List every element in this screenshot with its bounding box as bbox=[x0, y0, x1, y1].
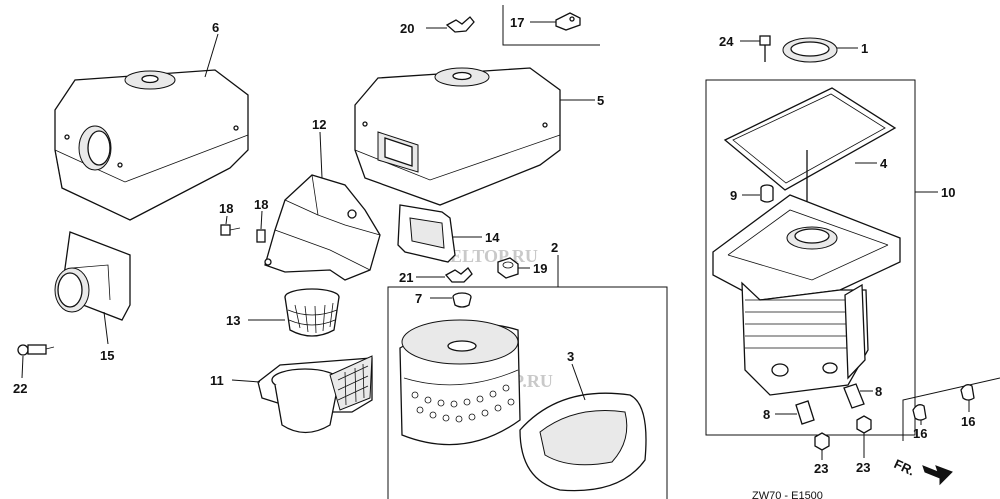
callout-12: 12 bbox=[312, 117, 326, 132]
callout-2: 2 bbox=[551, 240, 558, 255]
part-air-cleaner-base bbox=[712, 194, 901, 396]
part-element bbox=[399, 319, 521, 446]
callout-10: 10 bbox=[941, 185, 955, 200]
bracket-frame bbox=[387, 286, 668, 499]
callout-16: 16 bbox=[913, 426, 927, 441]
callout-11: 11 bbox=[210, 373, 224, 388]
callout-3: 3 bbox=[567, 349, 574, 364]
part-20-wing-nut bbox=[445, 16, 475, 33]
callout-9: 9 bbox=[730, 188, 737, 203]
bracket-line bbox=[502, 5, 600, 46]
part-21-wing-nut bbox=[444, 267, 473, 283]
part-14-gasket bbox=[397, 204, 456, 263]
callout-4: 4 bbox=[880, 156, 888, 171]
part-16-cap bbox=[912, 384, 975, 421]
part-22-bolt bbox=[17, 344, 55, 356]
callout-7: 7 bbox=[415, 291, 422, 306]
part-24-bolt bbox=[759, 35, 771, 62]
part-3-foam bbox=[519, 392, 647, 492]
callout-8: 8 bbox=[875, 384, 882, 399]
callout-15: 15 bbox=[100, 348, 114, 363]
callout-17: 17 bbox=[510, 15, 524, 30]
callout-23: 23 bbox=[856, 460, 870, 475]
part-7-grommet bbox=[452, 292, 472, 308]
callout-6: 6 bbox=[212, 20, 219, 35]
part-19-nut bbox=[497, 257, 519, 279]
part-6-cover bbox=[54, 69, 249, 221]
part-13-screen bbox=[284, 288, 340, 337]
front-arrow-icon: FR. bbox=[892, 456, 953, 486]
callout-18: 18 bbox=[219, 201, 233, 216]
direction-label: FR. bbox=[892, 456, 917, 478]
part-15-pipe bbox=[54, 231, 131, 321]
bracket-assembly bbox=[705, 79, 916, 436]
diagram-code: ZW70 - E1500 bbox=[752, 490, 823, 499]
callout-8: 8 bbox=[763, 407, 770, 422]
part-8-tube bbox=[795, 383, 865, 425]
part-1-ring bbox=[782, 37, 838, 63]
callout-21: 21 bbox=[399, 270, 413, 285]
callout-19: 19 bbox=[533, 261, 547, 276]
callout-20: 20 bbox=[400, 21, 414, 36]
callout-22: 22 bbox=[13, 381, 27, 396]
part-23-nut bbox=[814, 415, 872, 451]
part-12-elbow bbox=[264, 174, 381, 281]
callout-1: 1 bbox=[861, 41, 868, 56]
part-17-clip bbox=[555, 12, 581, 31]
callout-24: 24 bbox=[719, 34, 734, 49]
callout-5: 5 bbox=[597, 93, 604, 108]
callout-23: 23 bbox=[814, 461, 828, 476]
part-11-case bbox=[257, 355, 373, 434]
part-4-gasket bbox=[723, 87, 897, 191]
callout-14: 14 bbox=[485, 230, 500, 245]
callout-16: 16 bbox=[961, 414, 975, 429]
callout-13: 13 bbox=[226, 313, 240, 328]
part-5-cover bbox=[354, 67, 561, 206]
part-9-collar bbox=[760, 184, 774, 203]
callout-18: 18 bbox=[254, 197, 268, 212]
part-18-bolt bbox=[220, 224, 266, 243]
